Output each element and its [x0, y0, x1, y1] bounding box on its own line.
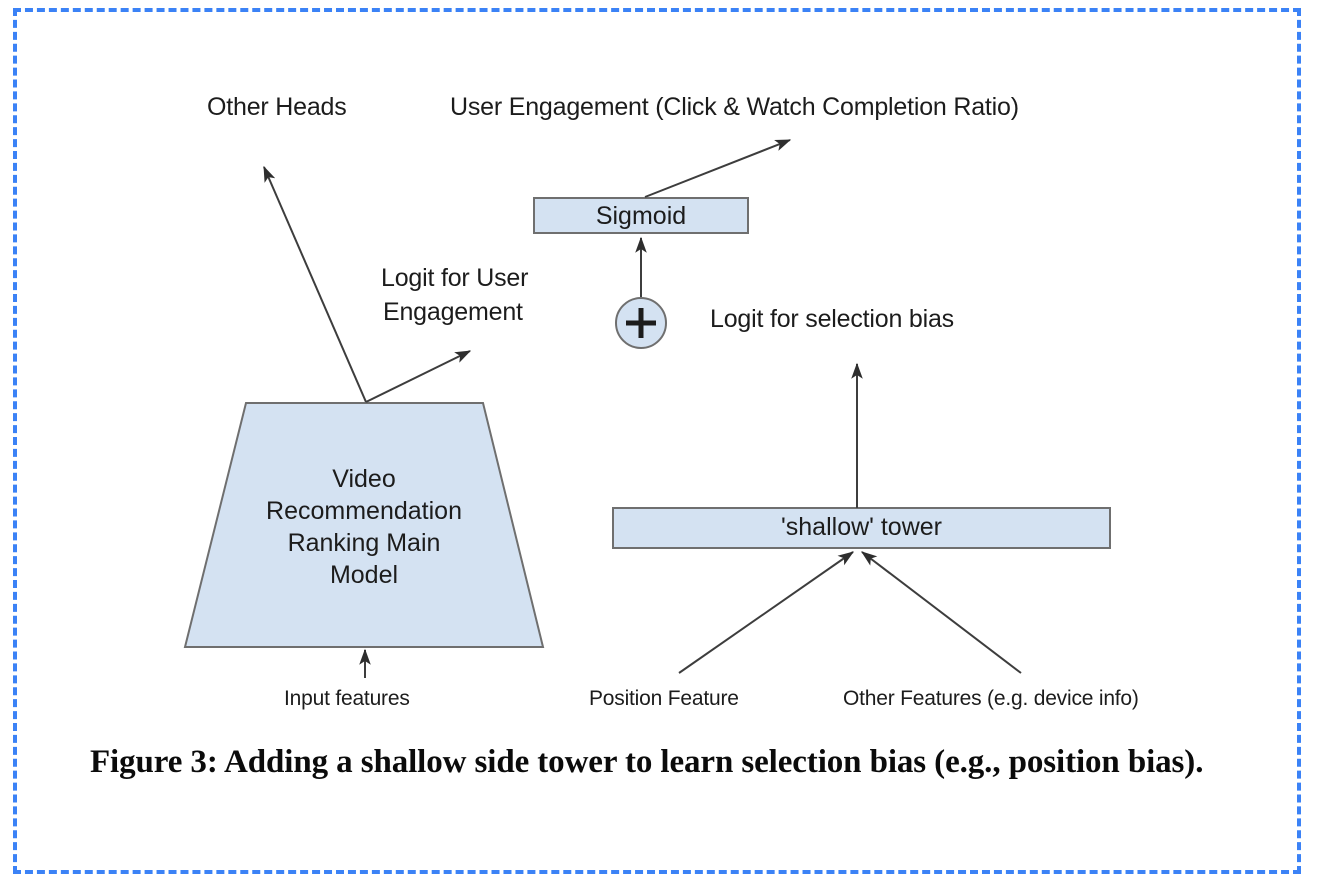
label-other-heads: Other Heads	[207, 93, 347, 121]
main-model-line-4: Model	[329, 561, 399, 589]
main-model-trapezoid	[183, 402, 545, 648]
arrow-other-features-to-shallow-tower	[861, 551, 1022, 674]
arrow-sigmoid-to-user-engagement	[644, 139, 792, 198]
main-model-line-3: Ranking Main	[287, 529, 441, 557]
arrow-main-model-to-logit-user-engagement	[365, 350, 472, 403]
sigmoid-box-label: Sigmoid	[595, 202, 687, 230]
label-other-features: Other Features (e.g. device info)	[843, 687, 1139, 710]
shallow-tower-box	[612, 507, 1111, 549]
label-logit-user-engagement-line2: Engagement	[383, 298, 523, 326]
label-input-features: Input features	[284, 687, 410, 710]
main-model-line-2: Recommendation	[266, 497, 462, 525]
label-user-engagement: User Engagement (Click & Watch Completio…	[450, 93, 1019, 121]
main-model-line-1: Video	[332, 465, 396, 493]
label-logit-user-engagement-line1: Logit for User	[381, 264, 529, 292]
shallow-tower-box-label: 'shallow' tower	[781, 513, 942, 541]
label-position-feature: Position Feature	[589, 687, 739, 710]
dashed-selection-frame	[13, 8, 1301, 874]
main-model-label: Video Recommendation Ranking Main Model	[219, 463, 509, 591]
arrow-main-model-to-other-heads	[263, 165, 367, 403]
figure-caption: Figure 3: Adding a shallow side tower to…	[90, 744, 1204, 780]
label-logit-selection-bias: Logit for selection bias	[710, 305, 954, 333]
sigmoid-box	[533, 197, 749, 234]
arrow-position-feature-to-shallow-tower	[678, 551, 854, 674]
